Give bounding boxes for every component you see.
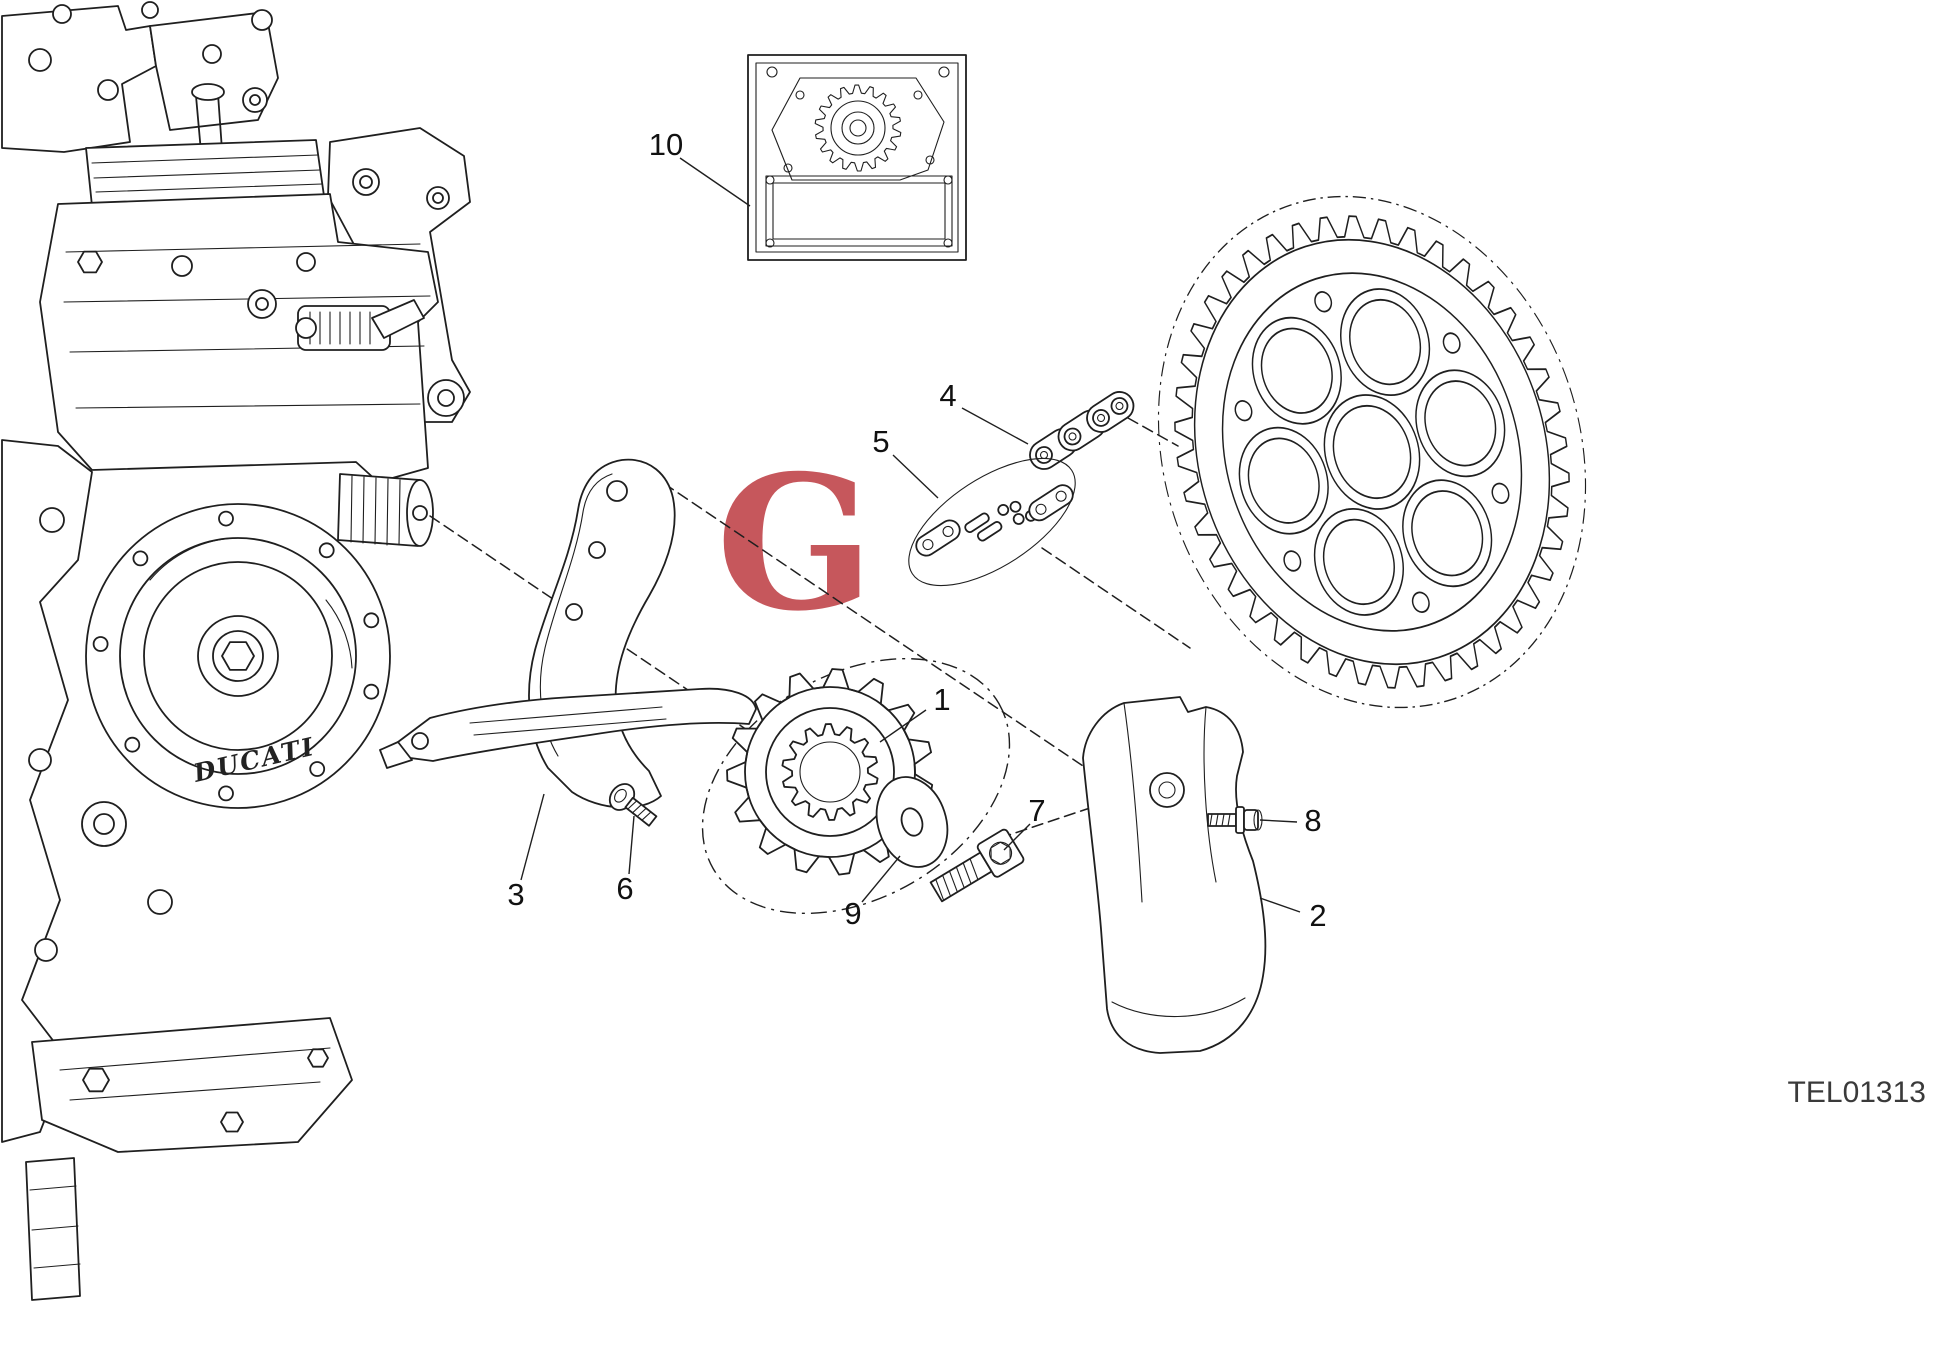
- drawing-code: TEL01313: [1788, 1076, 1926, 1109]
- callout-leader-6: [628, 815, 635, 875]
- callout-number-1: 1: [933, 682, 950, 717]
- callout-number-5: 5: [872, 424, 889, 459]
- callout-number-10: 10: [649, 127, 683, 162]
- master-link-kit: [908, 457, 1076, 587]
- callout-leader-5: [892, 454, 939, 499]
- callout-number-6: 6: [616, 871, 633, 906]
- callout-number-2: 2: [1309, 898, 1326, 933]
- screw-8: [1207, 806, 1263, 834]
- callouts: 1 2 3 4 5 6 7 8 9 10: [507, 127, 1326, 933]
- callout-number-3: 3: [507, 877, 524, 912]
- callout-leader-9: [861, 855, 901, 903]
- chain-slider: [379, 687, 757, 769]
- chain-links: [1029, 391, 1135, 470]
- washer: [875, 776, 949, 868]
- watermark-g: G: [716, 434, 874, 652]
- callout-leader-8: [1259, 819, 1298, 823]
- callout-leader-10: [679, 157, 751, 207]
- sprocket-cover-plate: [528, 458, 676, 809]
- callout-number-9: 9: [844, 896, 861, 931]
- callout-number-8: 8: [1304, 803, 1321, 838]
- screw-6: [608, 783, 658, 827]
- callout-number-4: 4: [939, 378, 956, 413]
- callout-leader-3: [520, 793, 545, 881]
- callout-leader-4: [961, 407, 1029, 445]
- inset-assembled-view: [747, 54, 967, 261]
- callout-leader-2: [1259, 897, 1301, 913]
- chain-guard: [1082, 696, 1267, 1054]
- callout-leader-1: [879, 709, 927, 743]
- callout-number-7: 7: [1028, 793, 1045, 828]
- engine-assembly: DUCATI: [1, 1, 471, 1301]
- bolt: [929, 828, 1025, 903]
- output-shaft: [337, 473, 434, 547]
- rear-sprocket: [1157, 195, 1587, 709]
- callout-leader-7: [1003, 823, 1031, 851]
